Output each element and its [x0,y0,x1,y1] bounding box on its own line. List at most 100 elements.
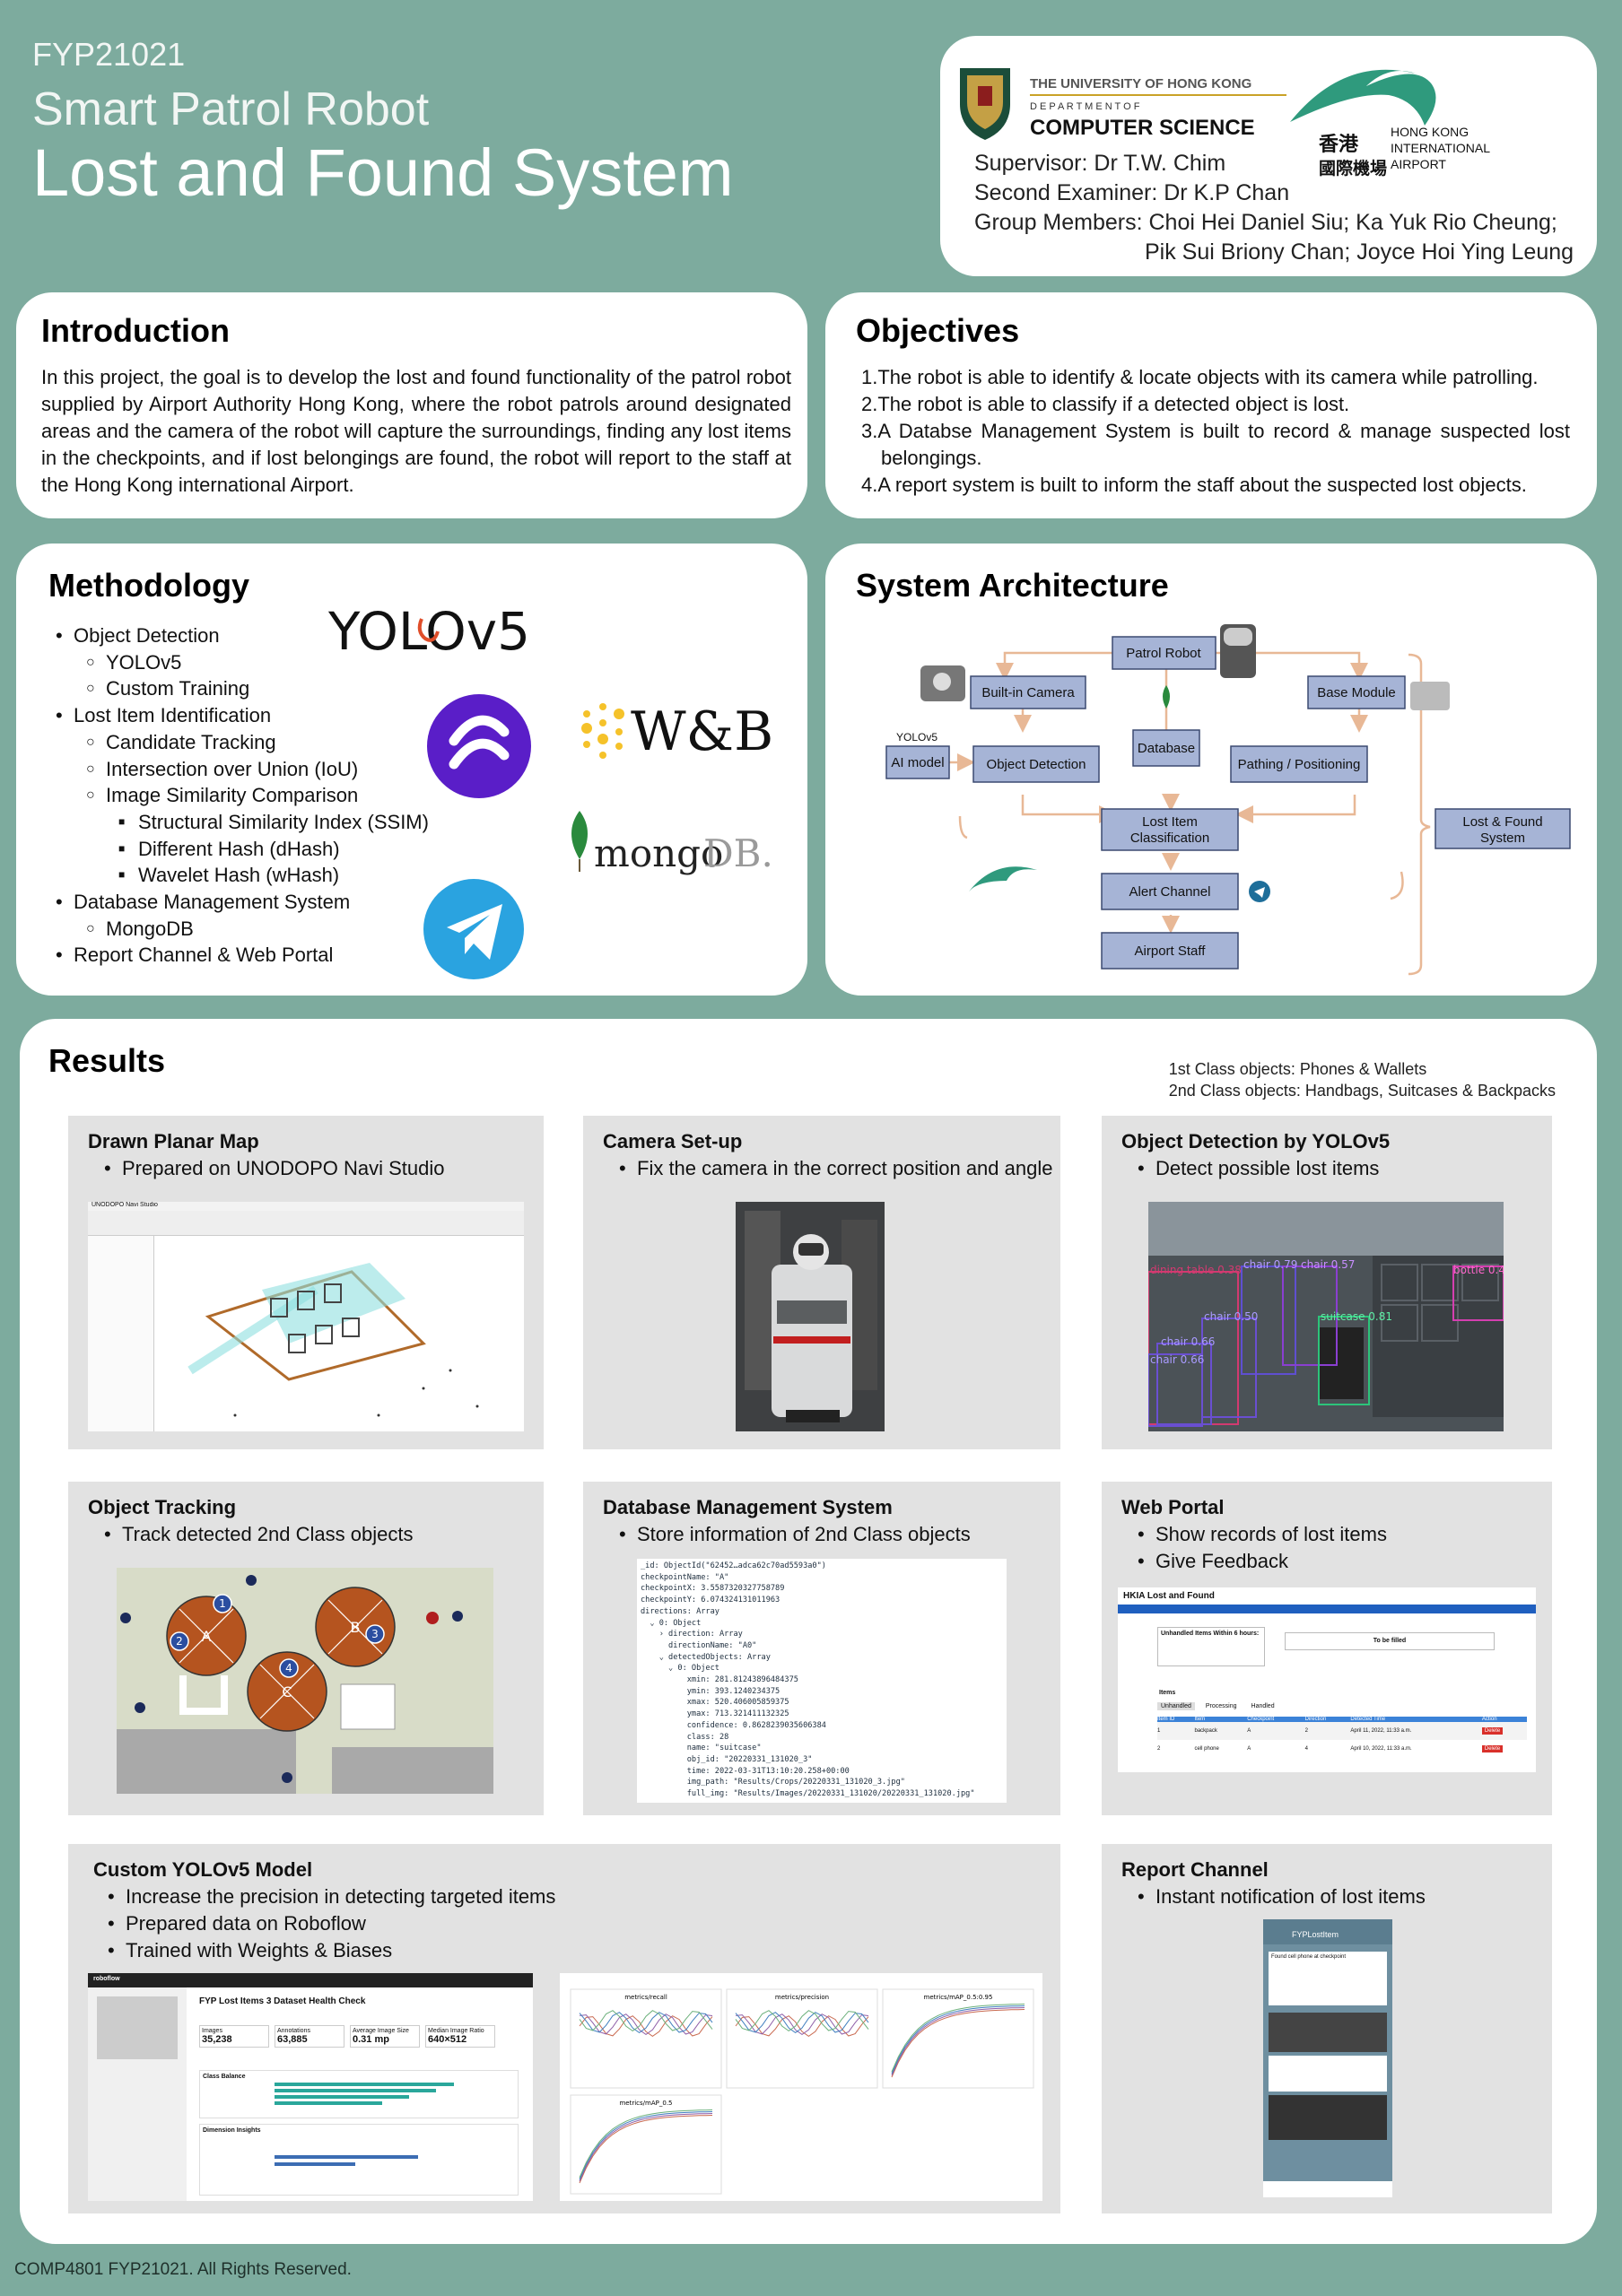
table-col-header: Item ID [1157,1717,1175,1722]
table-cell: 2 [1304,1728,1308,1734]
objective-item: 1.The robot is able to identify & locate… [861,366,1539,388]
stat-label: Average Image Size [353,2028,409,2034]
node-alert-channel: Alert Channel [1129,884,1211,900]
det-label: suitcase 0.81 [1321,1310,1392,1323]
hku-logo-line3: COMPUTER SCIENCE [1030,116,1255,140]
web-tab[interactable]: Handled [1251,1703,1275,1709]
node-lfs-2: System [1480,831,1525,846]
panel-camera-setup: Camera Set-up Fix the camera in the corr… [583,1116,1060,1449]
chat-input[interactable] [1263,2181,1392,2197]
wandb-series-line [891,2009,1025,2078]
wandb-series-line [579,2015,713,2038]
panel-bullet: Instant notification of lost items [1138,1883,1426,1910]
web-tab[interactable]: Processing [1205,1703,1237,1709]
navi-studio-screenshot: UNODOPO Navi Studio [88,1202,524,1431]
method-item: Object Detection [56,622,429,649]
project-code: FYP21021 [32,36,186,73]
dimension-card: Dimension Insights [199,2124,519,2196]
methodology-list: Object Detection YOLOv5 Custom Training … [56,622,429,969]
node-lost-item-1: Lost Item [1142,814,1198,830]
panel-title: Camera Set-up [603,1130,743,1152]
method-item: Custom Training [56,675,429,702]
web-tab[interactable]: Unhandled [1157,1702,1195,1710]
panel-bullet: Prepared data on Roboflow [108,1910,555,1937]
panel-title: Database Management System [603,1496,893,1518]
base-module-photo-icon [1410,682,1450,710]
window-title: UNODOPO Navi Studio [88,1202,524,1211]
panel-web-portal: Web Portal Show records of lost items Gi… [1102,1482,1552,1815]
node-ai-model-box [885,745,950,779]
chat-title: FYPLostItem [1263,1919,1392,1944]
group-members-1: Group Members: Choi Hei Daniel Siu; Ka Y… [974,210,1557,235]
table-col-header: Item [1194,1717,1206,1722]
diagram-arrows [949,651,1431,976]
hku-cs-logo: THE UNIVERSITY OF HONG KONG D E P A R T … [960,68,1286,140]
node-pathing: Pathing / Positioning [1238,757,1361,772]
node-database: Database [1138,741,1195,756]
hkia-logo-zh2: 國際機場 [1319,158,1387,178]
table-cell: 2 [1157,1746,1161,1752]
db-line: directions: Array [641,1606,719,1616]
objectives-list: 1.The robot is able to identify & locate… [861,364,1570,499]
hku-logo-line1: THE UNIVERSITY OF HONG KONG [1030,76,1251,91]
zone-label: B [351,1619,361,1636]
db-line: ymax: 713.321411132325 [641,1709,789,1719]
table-row: 1 backpack A 2 April 11, 2022, 11:33 a.m… [1157,1722,1527,1740]
poster-title: Lost and Found System [32,135,734,210]
table-col-header: Direction [1304,1717,1327,1722]
node-patrol-robot: Patrol Robot [1126,646,1201,661]
hkia-logo: 香港 國際機場 HONG KONG INTERNATIONAL AIRPORT [1290,69,1490,178]
introduction-body: In this project, the goal is to develop … [41,366,791,496]
db-line: directionName: "A0" [641,1640,757,1650]
panel-title: Report Channel [1121,1858,1269,1881]
roboflow-heading: FYP Lost Items 3 Dataset Health Check [199,1996,366,2006]
telegram-plane-icon [447,904,502,960]
panel-bullet: Trained with Weights & Biases [108,1937,555,1964]
node-base-module-box [1307,675,1406,709]
node-patrol-robot-box [1112,636,1216,670]
db-line: ymin: 393.1240234375 [641,1686,780,1696]
supervisor: Supervisor: Dr T.W. Chim [974,151,1226,176]
planar-map [187,1263,479,1417]
objective-item: 3.A Databse Management System is built t… [861,420,1570,469]
delete-button[interactable]: Delete [1481,1727,1504,1735]
db-line: checkpointName: "A" [641,1572,729,1582]
wandb-series-line [579,2012,713,2034]
node-alert-channel-box [1101,873,1239,910]
panel-bullets: Prepared on UNODOPO Navi Studio [104,1155,445,1182]
footer-copyright: COMP4801 FYP21021. All Rights Reserved. [14,2260,352,2279]
mongodb-leaf-icon [571,811,588,859]
panel-bullets: Detect possible lost items [1138,1155,1379,1182]
web-items-table: Item ID Item Checkpoint Direction Detect… [1157,1717,1527,1758]
table-cell: A [1247,1746,1251,1752]
db-line: ⌄ 0: Object [641,1618,702,1628]
method-item: Report Channel & Web Portal [56,942,429,969]
dimension-title: Dimension Insights [203,2127,261,2134]
method-item: Wavelet Hash (wHash) [56,862,429,889]
track-id: 2 [176,1635,183,1648]
class-balance-card: Class Balance [199,2070,519,2118]
node-object-detection-box [972,745,1100,783]
web-tabs: Unhandled Processing Handled [1157,1702,1278,1710]
objective-item: 4.A report system is built to inform the… [861,474,1527,496]
hkia-logo-en1: HONG KONG [1391,125,1469,139]
db-document-view: _id: ObjectId("62452…adca62c70ad5593a0")… [637,1559,1007,1803]
purple-logo-mark-icon [449,715,510,770]
det-label: chair 0.57 [1301,1258,1355,1271]
wandb-series-line [579,2111,713,2180]
web-tbf-box: To be filled [1285,1632,1495,1650]
zone-label: A [202,1628,212,1645]
telegram-screenshot: FYPLostItem Found cell phone at checkpoi… [1263,1919,1392,2197]
delete-button[interactable]: Delete [1481,1745,1504,1752]
panel-title: Drawn Planar Map [88,1130,259,1152]
roboflow-brand: roboflow [88,1973,533,1987]
wandb-chart-frame [570,2094,722,2195]
yolo-tag: YOLOv5 [896,731,937,744]
wandb-chart-frame [882,1988,1034,2089]
web-nav-bar[interactable] [1118,1605,1536,1613]
table-cell: cell phone [1194,1746,1219,1752]
wandb-series-line [891,2005,1025,2074]
